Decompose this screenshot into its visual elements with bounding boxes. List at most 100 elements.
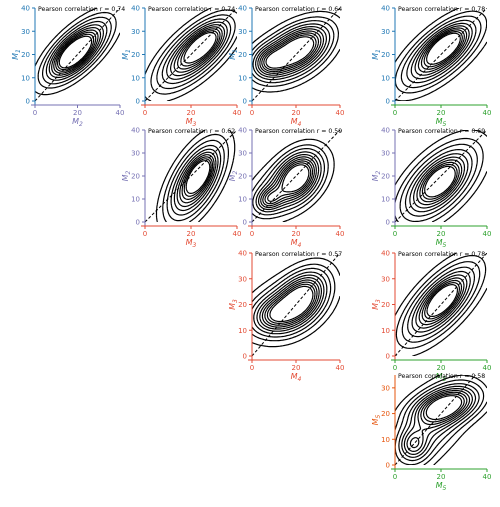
contour-line xyxy=(42,16,112,85)
x-tick-label: 0 xyxy=(393,109,397,117)
y-axis-label: M1 xyxy=(371,49,382,60)
identity-line xyxy=(395,130,487,222)
contour-line xyxy=(399,143,478,222)
x-tick-label: 40 xyxy=(483,230,492,238)
contour-line xyxy=(255,151,322,213)
contour-line xyxy=(413,156,466,209)
contour-line xyxy=(252,23,331,81)
y-axis-label: M1 xyxy=(228,49,239,60)
correlation-annotation: Pearson correlation r = 0.62 xyxy=(148,128,235,135)
y-axis-label: M2 xyxy=(371,170,382,181)
y-tick-label: 10 xyxy=(238,196,247,204)
contour-line xyxy=(166,21,228,80)
y-tick-label: 0 xyxy=(136,98,140,106)
correlation-annotation: Pearson correlation r = 0.57 xyxy=(255,251,342,258)
contour-line xyxy=(403,388,473,455)
contour-line xyxy=(281,164,310,193)
y-tick-label: 20 xyxy=(381,301,390,309)
contour-line xyxy=(170,144,222,216)
identity-line xyxy=(395,8,487,101)
y-axis-label: M1 xyxy=(121,49,132,60)
density-contours xyxy=(145,8,237,101)
contour-line xyxy=(258,154,320,211)
contour-line xyxy=(156,14,236,90)
y-tick-label: 0 xyxy=(386,98,390,106)
y-tick-label: 20 xyxy=(238,173,247,181)
x-tick-label: 0 xyxy=(143,109,147,117)
contour-line xyxy=(404,149,473,217)
contour-line xyxy=(257,28,325,76)
x-tick-label: 40 xyxy=(483,364,492,372)
y-tick-label: 20 xyxy=(381,173,390,181)
contour-line xyxy=(417,27,468,73)
y-tick-label: 0 xyxy=(243,98,247,106)
x-tick-label: 20 xyxy=(437,364,446,372)
contour-line xyxy=(180,30,219,67)
correlation-annotation: Pearson correlation r = 0.74 xyxy=(148,6,235,13)
contour-line xyxy=(401,385,477,458)
density-contours xyxy=(395,253,487,356)
contour-line xyxy=(395,375,487,465)
contour-line xyxy=(406,19,477,84)
y-tick-label: 40 xyxy=(238,5,247,13)
contour-line xyxy=(398,383,480,462)
correlation-annotation: Pearson correlation r = 0.58 xyxy=(398,373,485,380)
contour-line xyxy=(145,8,237,101)
contour-line xyxy=(252,20,335,84)
contour-line xyxy=(265,36,315,69)
contour-line xyxy=(263,34,317,71)
correlation-annotation: Pearson correlation r = 0.64 xyxy=(255,6,342,13)
correlation-annotation: Pearson correlation r = 0.78 xyxy=(398,251,485,258)
y-tick-label: 20 xyxy=(381,51,390,59)
correlation-annotation: Pearson correlation r = 0.59 xyxy=(255,128,342,135)
contour-line xyxy=(269,285,314,323)
y-tick-label: 40 xyxy=(381,127,390,135)
contour-line xyxy=(35,8,120,96)
y-tick-label: 30 xyxy=(381,150,390,158)
identity-line xyxy=(252,130,340,222)
contour-line xyxy=(410,22,473,80)
x-axis-label: M4 xyxy=(291,117,302,128)
x-tick-label: 40 xyxy=(336,230,345,238)
x-tick-label: 0 xyxy=(33,109,37,117)
x-axis-label: M5 xyxy=(436,117,447,128)
contour-line xyxy=(185,160,211,194)
x-tick-label: 0 xyxy=(143,230,147,238)
x-tick-label: 20 xyxy=(187,230,196,238)
contour-line xyxy=(256,274,325,332)
x-tick-label: 0 xyxy=(250,364,254,372)
y-tick-label: 30 xyxy=(381,275,390,283)
contour-line xyxy=(420,29,465,70)
y-tick-label: 10 xyxy=(381,74,390,82)
x-tick-label: 20 xyxy=(292,109,301,117)
y-axis-label: M1 xyxy=(11,49,22,60)
contour-line xyxy=(259,277,322,330)
contour-line xyxy=(166,139,225,222)
y-tick-label: 10 xyxy=(381,327,390,335)
y-tick-label: 40 xyxy=(238,250,247,258)
x-axis-label: M5 xyxy=(436,238,447,249)
density-contours xyxy=(35,8,120,96)
y-tick-label: 20 xyxy=(381,410,390,418)
y-tick-label: 0 xyxy=(136,219,140,227)
contour-line xyxy=(253,271,328,335)
x-tick-label: 20 xyxy=(292,364,301,372)
contour-line xyxy=(37,11,117,89)
contour-line xyxy=(418,277,465,326)
contour-line xyxy=(170,24,226,77)
contour-line xyxy=(252,138,335,222)
x-axis-label: M3 xyxy=(186,238,197,249)
contour-line xyxy=(426,32,461,65)
y-tick-label: 0 xyxy=(386,353,390,361)
x-axis-label: M2 xyxy=(72,117,83,128)
contour-line xyxy=(395,130,487,222)
y-axis-label: M5 xyxy=(371,414,382,425)
y-axis-label: M3 xyxy=(371,299,382,310)
contour-line xyxy=(252,267,332,338)
